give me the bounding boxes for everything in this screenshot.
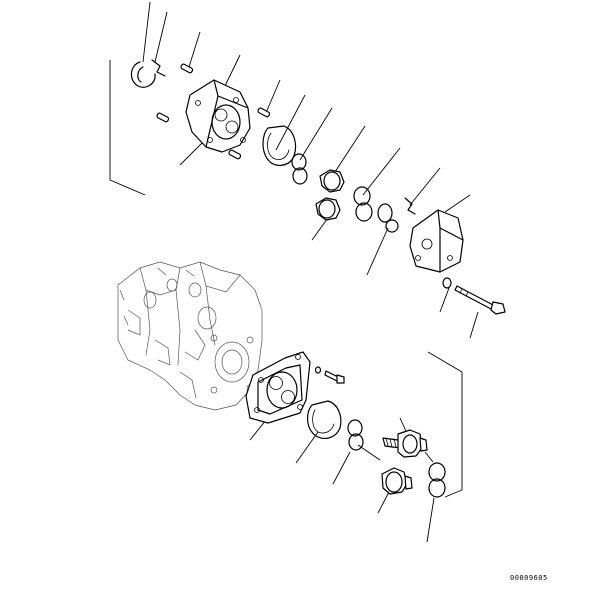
lower-pump-assembly xyxy=(245,351,463,543)
retaining-clip-rear xyxy=(404,197,416,215)
upper-pump-assembly xyxy=(109,1,506,339)
lower-leader-lines xyxy=(249,414,435,543)
gasket-lower xyxy=(307,400,342,439)
driven-gear-lower xyxy=(381,467,413,495)
gear-pump-body-lower xyxy=(245,351,311,424)
upper-group-bracket xyxy=(109,60,146,196)
snap-ring-upper xyxy=(130,61,156,88)
dowel-pin-2 xyxy=(257,107,271,118)
seal-ring-upper-1 xyxy=(353,186,373,222)
rear-cover-upper xyxy=(409,209,464,273)
retaining-clip-upper xyxy=(151,59,166,77)
dowel-pin-4 xyxy=(228,149,242,160)
screw-small-lower xyxy=(314,366,345,384)
seal-ring-lower xyxy=(428,462,446,498)
washer-upper xyxy=(442,277,452,289)
gasket-upper xyxy=(262,125,297,166)
driven-gear-upper xyxy=(315,197,341,221)
seal-ring-upper-2 xyxy=(377,203,399,233)
gear-pump-body-upper xyxy=(185,79,251,153)
assembly-alignment-lines xyxy=(357,444,434,463)
o-ring-set-lower xyxy=(347,419,364,451)
dowel-pin-3 xyxy=(156,112,170,123)
dowel-pin-1 xyxy=(180,63,194,74)
figure-reference-code: 00009605 xyxy=(510,574,548,582)
upper-leader-lines xyxy=(142,1,479,339)
main-pump-housing-ghost xyxy=(117,261,263,411)
drive-gear-upper xyxy=(319,169,345,193)
o-ring-set-upper xyxy=(291,153,308,185)
mounting-bolt-upper xyxy=(454,285,506,315)
lower-group-bracket xyxy=(427,351,463,498)
drive-shaft-gear-lower xyxy=(382,429,428,458)
